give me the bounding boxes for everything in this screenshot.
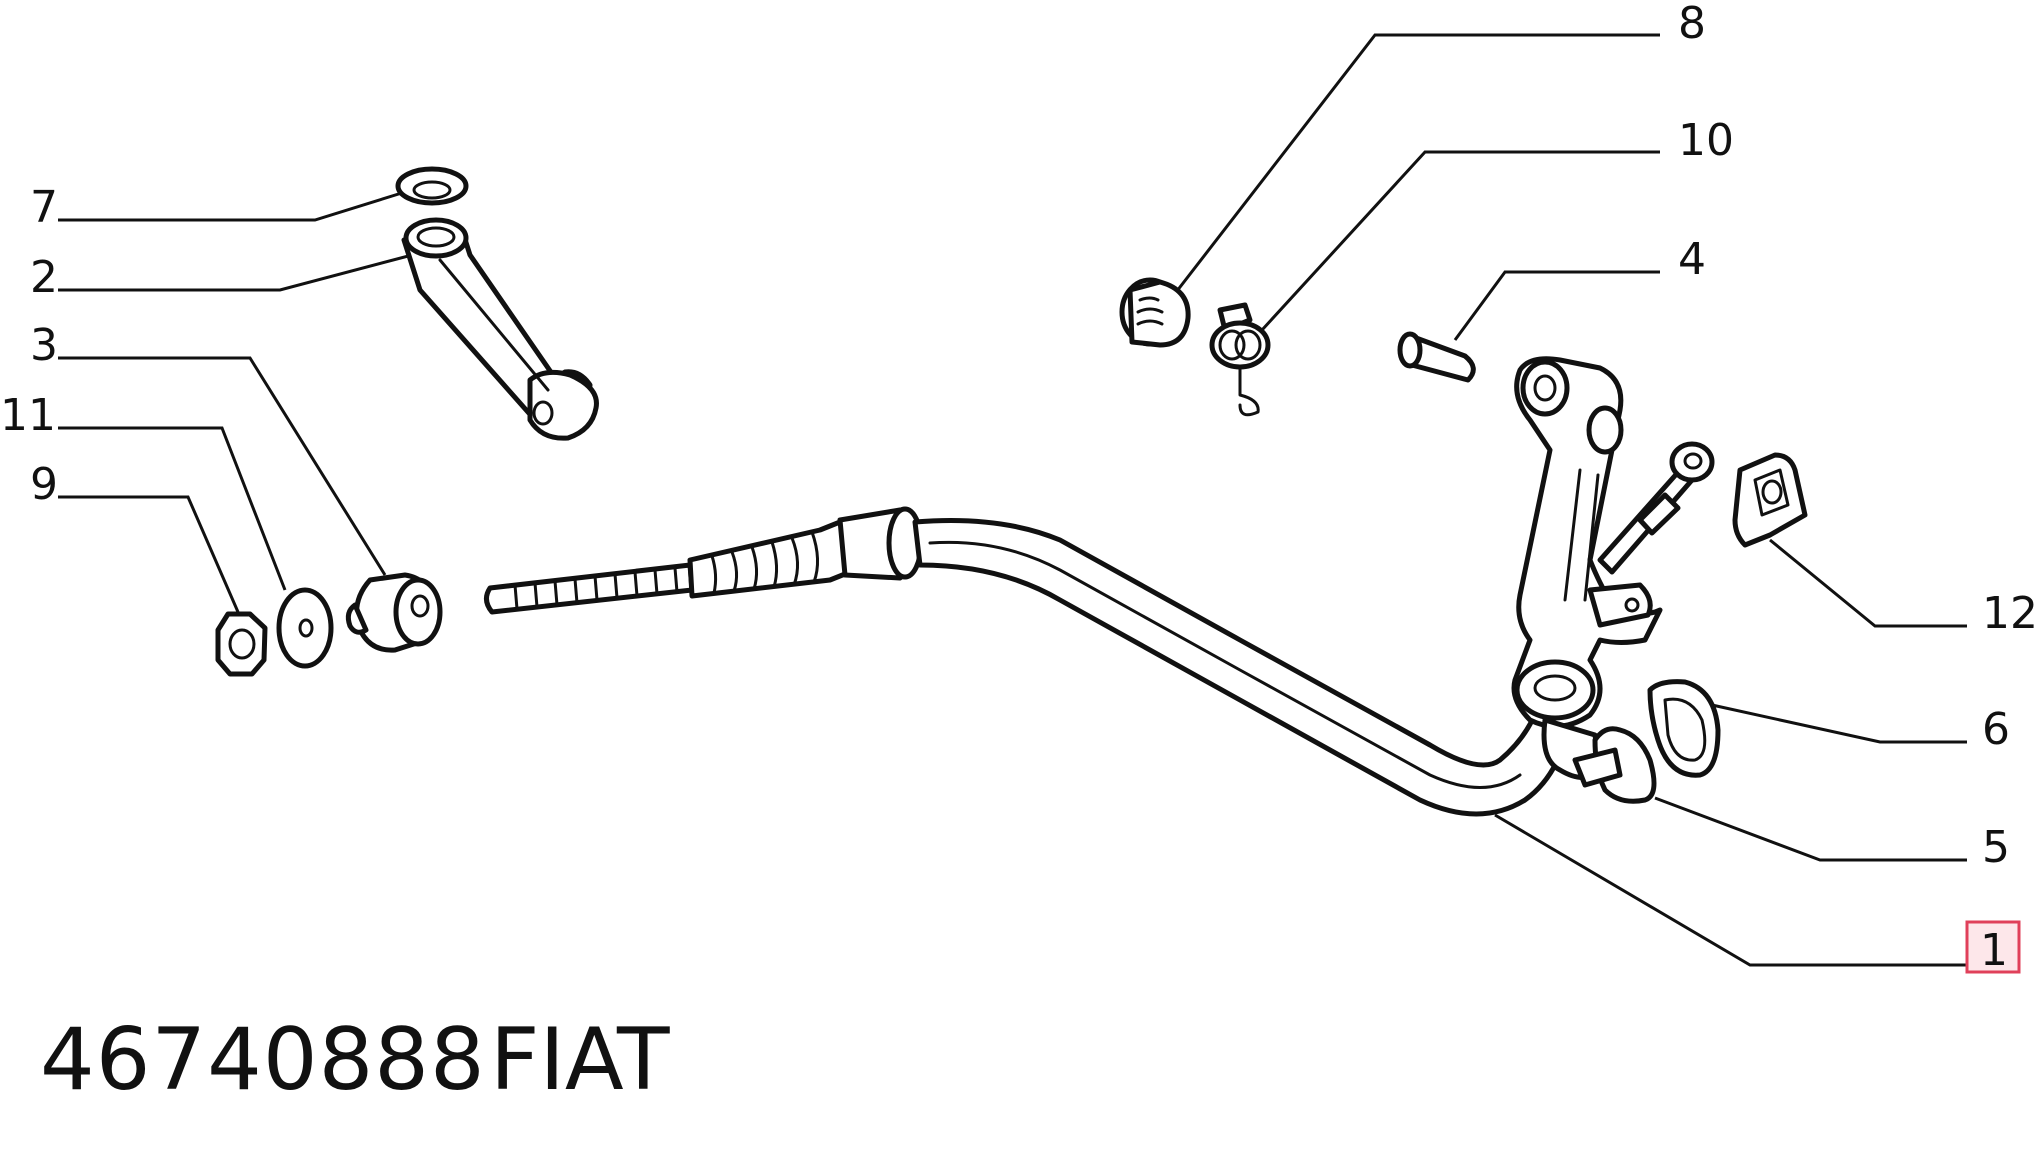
part-4-pin xyxy=(1397,331,1476,383)
part-number: 46740888 xyxy=(40,1010,486,1110)
callout-7: 7 xyxy=(30,182,58,233)
leader-8 xyxy=(1168,33,1660,301)
leader-lines xyxy=(58,33,1967,967)
callout-11: 11 xyxy=(0,390,56,441)
callout-6: 6 xyxy=(1982,704,2010,755)
part-6-gasket xyxy=(1647,679,1721,778)
leader-11 xyxy=(58,426,287,591)
part-11-washer xyxy=(276,587,334,669)
part-5-plate xyxy=(1572,726,1657,804)
callout-2: 2 xyxy=(30,252,58,303)
part-9-nut xyxy=(215,611,268,677)
callout-4: 4 xyxy=(1678,234,1706,285)
leader-1 xyxy=(1494,813,1967,967)
leader-10 xyxy=(1260,150,1660,332)
part-8-spring xyxy=(1119,277,1191,348)
part-12-clip xyxy=(1732,452,1808,548)
part-3-bushing xyxy=(345,572,443,653)
leader-6 xyxy=(1711,703,1967,744)
callout-1: 1 xyxy=(1980,925,2008,976)
leader-7 xyxy=(58,190,406,222)
callout-3: 3 xyxy=(30,320,58,371)
callout-labels: 7 2 3 11 9 8 10 4 12 6 5 1 xyxy=(0,0,2038,976)
part-2-lever xyxy=(401,217,599,441)
callout-5: 5 xyxy=(1982,822,2010,873)
leader-5 xyxy=(1654,796,1967,862)
callout-10: 10 xyxy=(1678,115,1734,166)
leader-9 xyxy=(58,495,240,613)
brand-name: FIAT xyxy=(490,1010,670,1110)
leader-2 xyxy=(58,253,413,292)
part-10-torsion-spring xyxy=(1209,302,1271,417)
leader-3 xyxy=(58,356,387,576)
leader-4 xyxy=(1453,270,1660,341)
part-1-cable xyxy=(484,356,1715,817)
callout-1-highlight xyxy=(1965,920,2021,974)
callout-8: 8 xyxy=(1678,0,1706,49)
part-7-clip xyxy=(395,166,469,206)
leader-12 xyxy=(1769,538,1967,628)
callout-9: 9 xyxy=(30,459,58,510)
callout-12: 12 xyxy=(1982,588,2038,639)
